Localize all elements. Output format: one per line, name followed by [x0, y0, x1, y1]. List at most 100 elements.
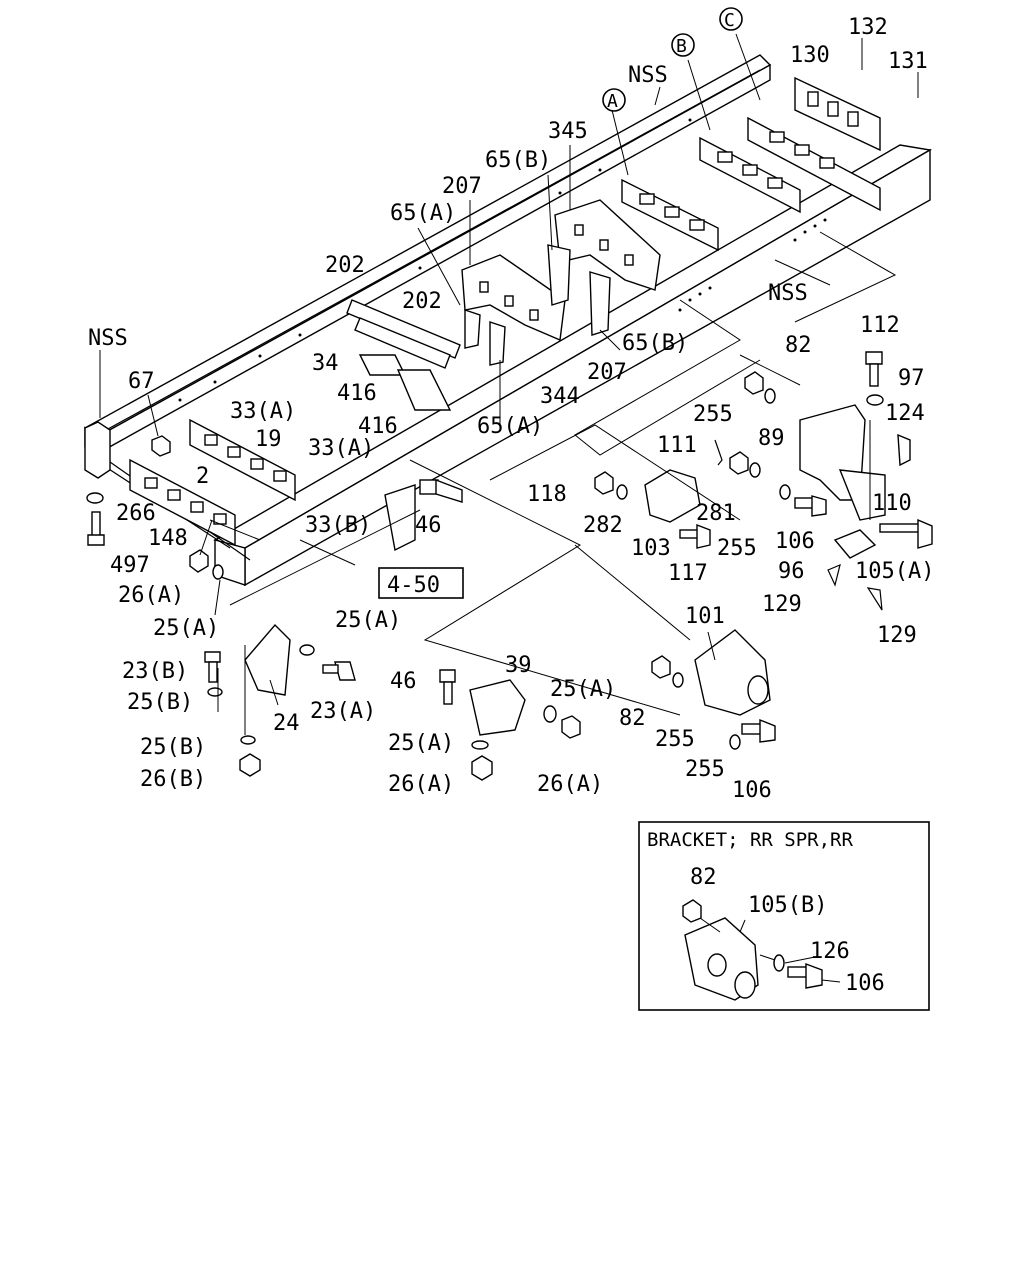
label-2: 2 — [196, 464, 209, 489]
label-129-1: 129 — [762, 592, 802, 617]
label-82-mid: 82 — [619, 706, 646, 731]
reference-box-label: 4-50 — [387, 573, 440, 598]
bolt-46-top — [419, 478, 463, 503]
label-281: 281 — [696, 501, 736, 526]
bolt-46-bottom — [439, 669, 456, 705]
washer-25a-left — [212, 564, 224, 580]
washer-25a-bottom — [471, 740, 489, 750]
inset-nut-82 — [682, 899, 702, 923]
label-23a: 23(A) — [310, 699, 376, 724]
label-65b-top: 65(B) — [485, 148, 551, 173]
label-103: 103 — [631, 536, 671, 561]
label-19: 19 — [255, 427, 282, 452]
bolt-23a — [322, 661, 356, 681]
washer-255-top — [764, 388, 776, 404]
bolt-105a — [879, 518, 933, 549]
label-nss-top: NSS — [628, 63, 668, 88]
crossmember-2 — [129, 458, 236, 547]
inset-title: BRACKET; RR SPR,RR — [647, 829, 853, 851]
label-106-1: 106 — [775, 529, 815, 554]
washer-255-101b — [729, 734, 741, 750]
label-34: 34 — [312, 351, 339, 376]
bolt-497 — [87, 511, 105, 546]
label-nss-left: NSS — [88, 326, 128, 351]
label-65a-top: 65(A) — [390, 201, 456, 226]
rivet-holes — [178, 118, 827, 402]
washer-25b-lower — [240, 735, 256, 745]
label-132: 132 — [848, 15, 888, 40]
label-416-b: 416 — [358, 414, 398, 439]
label-65a-bottom: 65(A) — [477, 414, 543, 439]
bolt-112 — [865, 351, 883, 387]
label-33b: 33(B) — [305, 513, 371, 538]
washer-25b-upper — [207, 687, 223, 697]
gussets-65 — [464, 244, 611, 366]
label-leaders — [99, 33, 919, 706]
bracket-24 — [244, 623, 291, 696]
label-345: 345 — [548, 119, 588, 144]
crossmember-a — [621, 178, 719, 252]
washer-97 — [866, 394, 884, 406]
crossmember-34 — [346, 299, 461, 369]
reference-box[interactable]: 4-50 — [378, 567, 464, 599]
nut-26a-left — [189, 549, 209, 573]
label-255-4: 255 — [685, 757, 725, 782]
washer-25a-39 — [543, 705, 557, 723]
label-33a-2: 33(A) — [308, 436, 374, 461]
bolt-23b — [204, 651, 221, 683]
inset-bracket-105b — [684, 917, 759, 1001]
inset-label-126: 126 — [810, 939, 850, 964]
label-255-3: 255 — [655, 727, 695, 752]
part-labels: NSS NSS NSS 132 131 130 345 65(B) 207 65… — [88, 15, 934, 803]
crossmember-c — [747, 116, 881, 212]
circle-marker-c: C — [719, 7, 743, 31]
label-106-2: 106 — [732, 778, 772, 803]
label-25b-1: 25(B) — [127, 690, 193, 715]
label-25a-2: 25(A) — [335, 608, 401, 633]
washer-282 — [616, 484, 628, 500]
crossmember-130 — [794, 76, 881, 152]
label-129-2: 129 — [877, 623, 917, 648]
nut-82-mid — [651, 655, 671, 679]
circle-c-label: C — [724, 10, 735, 31]
circle-marker-b: B — [671, 33, 695, 57]
label-26b: 26(B) — [140, 767, 206, 792]
crossmember-344 — [461, 254, 566, 342]
brackets-416 — [358, 354, 452, 411]
label-nss-right: NSS — [768, 281, 808, 306]
block-96 — [833, 529, 877, 559]
label-23b: 23(B) — [122, 659, 188, 684]
crossmember-b — [699, 136, 801, 214]
nut-26a-39 — [561, 715, 581, 739]
label-266: 266 — [116, 501, 156, 526]
label-255-2: 255 — [717, 536, 757, 561]
grease-nipple-124 — [897, 433, 911, 467]
crossmember-345 — [554, 199, 661, 291]
bolt-117 — [679, 523, 711, 549]
label-207-mid: 207 — [587, 360, 627, 385]
label-82-top: 82 — [785, 333, 812, 358]
label-118: 118 — [527, 482, 567, 507]
nut-67 — [151, 435, 171, 457]
label-497: 497 — [110, 553, 150, 578]
nut-118 — [594, 471, 614, 495]
label-33a-1: 33(A) — [230, 399, 296, 424]
label-202-a: 202 — [325, 253, 365, 278]
inset-box: BRACKET; RR SPR,RR 82 105(B) 126 106 — [638, 821, 930, 1011]
inset-label-82: 82 — [690, 865, 717, 890]
label-131: 131 — [888, 49, 928, 74]
label-26a-3: 26(A) — [537, 772, 603, 797]
label-46-top: 46 — [415, 513, 442, 538]
label-67: 67 — [128, 369, 155, 394]
label-124: 124 — [885, 401, 925, 426]
label-207-top: 207 — [442, 174, 482, 199]
bracket-39 — [469, 679, 526, 736]
label-130: 130 — [790, 43, 830, 68]
label-282: 282 — [583, 513, 623, 538]
label-202-b: 202 — [402, 289, 442, 314]
label-101: 101 — [685, 604, 725, 629]
label-39: 39 — [505, 653, 532, 678]
label-65b-right: 65(B) — [622, 331, 688, 356]
label-111: 111 — [657, 433, 697, 458]
